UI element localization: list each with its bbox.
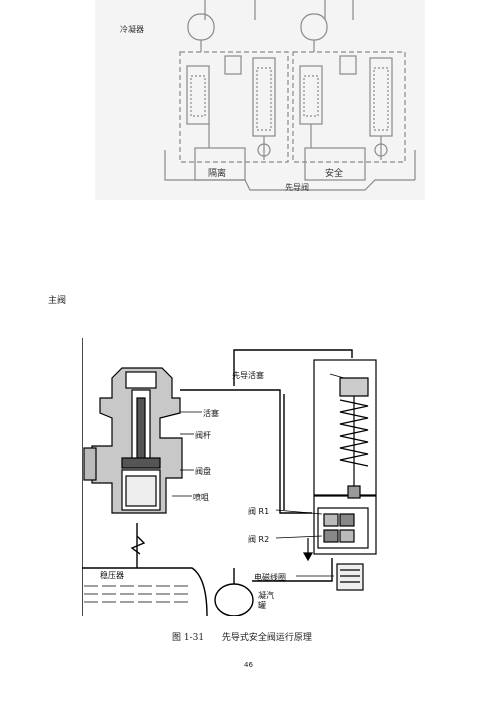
label-left-top: 冷凝器 — [120, 25, 144, 34]
label-pilot-piston: 先导活塞 — [232, 371, 264, 380]
label-condensate-tank-2: 罐 — [258, 601, 266, 610]
main-figure: 先导活塞 活塞 阀杆 阀盘 喷咀 阀 R1 阀 R2 电磁线圈 稳压器 凝汽 罐 — [81, 338, 379, 617]
label-right-box: 安全 — [325, 169, 344, 179]
label-left-box: 隔离 — [208, 169, 227, 179]
label-pressurizer: 稳压器 — [100, 571, 124, 580]
label-nozzle: 喷咀 — [193, 493, 209, 502]
label-piston: 活塞 — [203, 409, 219, 418]
label-stem: 阀杆 — [195, 431, 211, 440]
caption-number: 图 1-31 — [172, 633, 205, 643]
section-label: 主阀 — [48, 296, 67, 306]
label-valve-r1: 阀 R1 — [248, 507, 270, 516]
main-figure-drawing — [81, 338, 377, 617]
page-number: 46 — [244, 661, 253, 669]
top-figure: 冷凝器 隔离 安全 先导阀 — [95, 0, 425, 200]
caption-text: 先导式安全阀运行原理 — [221, 633, 312, 643]
top-figure-drawing — [164, 0, 416, 191]
label-disc: 阀盘 — [195, 467, 211, 476]
figure-caption: 图 1-31 先导式安全阀运行原理 — [172, 630, 312, 643]
label-condensate-tank-1: 凝汽 — [258, 591, 274, 600]
label-solenoid: 电磁线圈 — [254, 573, 286, 582]
label-valve-r2: 阀 R2 — [248, 535, 270, 544]
label-bottom: 先导阀 — [285, 183, 309, 192]
